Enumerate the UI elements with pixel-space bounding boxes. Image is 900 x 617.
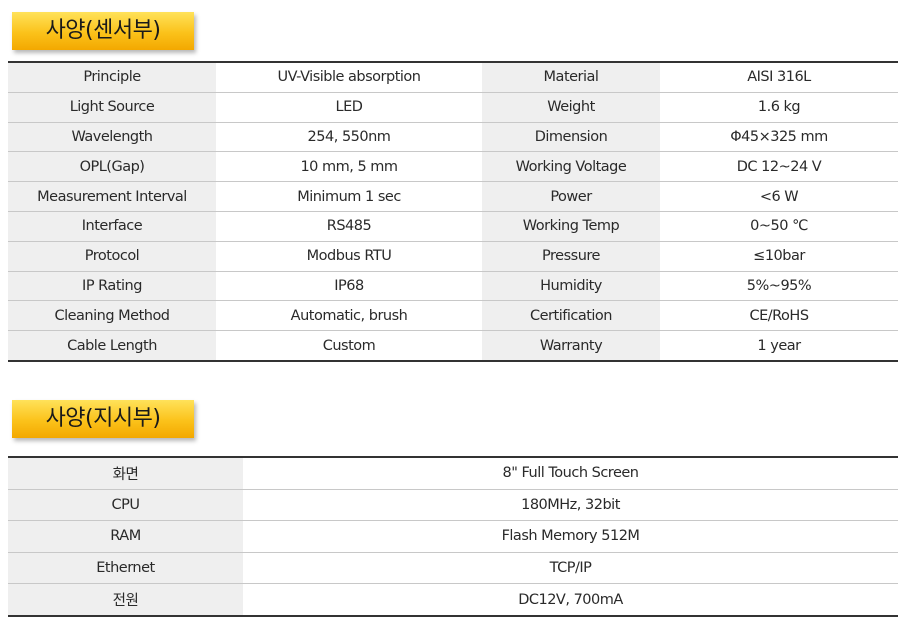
spec-value: 1.6 kg — [660, 92, 898, 123]
table-row: OPL(Gap) 10 mm, 5 mm Working Voltage DC … — [8, 151, 898, 183]
spec-label: IP Rating — [8, 271, 216, 302]
spec-value: 1 year — [660, 330, 898, 361]
spec-value: ≤10bar — [660, 241, 898, 272]
display-spec-table: 화면 8" Full Touch Screen CPU 180MHz, 32bi… — [8, 456, 898, 617]
spec-label: Pressure — [482, 241, 660, 272]
sensor-spec-body: Principle UV-Visible absorption Material… — [8, 62, 898, 361]
table-row: Measurement Interval Minimum 1 sec Power… — [8, 181, 898, 212]
spec-value: Flash Memory 512M — [243, 520, 898, 553]
spec-value: Minimum 1 sec — [216, 181, 482, 212]
spec-label: RAM — [8, 520, 243, 553]
table-row: Interface RS485 Working Temp 0~50 ℃ — [8, 211, 898, 242]
spec-label: Principle — [8, 62, 216, 93]
spec-value: CE/RoHS — [660, 300, 898, 332]
spec-label: Cable Length — [8, 330, 216, 361]
spec-label: Warranty — [482, 330, 660, 361]
spec-label: Working Temp — [482, 211, 660, 242]
table-row: Cleaning Method Automatic, brush Certifi… — [8, 300, 898, 332]
table-row: Light Source LED Weight 1.6 kg — [8, 92, 898, 123]
table-row: Ethernet TCP/IP — [8, 552, 898, 585]
spec-label: OPL(Gap) — [8, 151, 216, 183]
spec-value: 0~50 ℃ — [660, 211, 898, 242]
spec-label: 전원 — [8, 583, 243, 616]
spec-label: Weight — [482, 92, 660, 123]
table-row: Wavelength 254, 550nm Dimension Φ45×325 … — [8, 122, 898, 153]
spec-value: 5%~95% — [660, 271, 898, 302]
spec-value: 10 mm, 5 mm — [216, 151, 482, 183]
spec-label: Dimension — [482, 122, 660, 153]
spec-value: Φ45×325 mm — [660, 122, 898, 153]
spec-label: Protocol — [8, 241, 216, 272]
spec-label: CPU — [8, 489, 243, 522]
spec-value: 8" Full Touch Screen — [243, 457, 898, 490]
spec-value: DC12V, 700mA — [243, 583, 898, 616]
spec-label: Humidity — [482, 271, 660, 302]
spec-label: Light Source — [8, 92, 216, 123]
sensor-spec-table: Principle UV-Visible absorption Material… — [8, 61, 898, 362]
spec-label: Power — [482, 181, 660, 212]
table-row: CPU 180MHz, 32bit — [8, 489, 898, 522]
spec-value: Modbus RTU — [216, 241, 482, 272]
spec-value: RS485 — [216, 211, 482, 242]
spec-label: Material — [482, 62, 660, 93]
table-row: IP Rating IP68 Humidity 5%~95% — [8, 271, 898, 302]
display-spec-body: 화면 8" Full Touch Screen CPU 180MHz, 32bi… — [8, 457, 898, 616]
table-row: 화면 8" Full Touch Screen — [8, 457, 898, 490]
spec-label: Measurement Interval — [8, 181, 216, 212]
spec-label: Wavelength — [8, 122, 216, 153]
spec-label: Interface — [8, 211, 216, 242]
table-row: Protocol Modbus RTU Pressure ≤10bar — [8, 241, 898, 272]
table-row: Principle UV-Visible absorption Material… — [8, 62, 898, 93]
spec-value: UV-Visible absorption — [216, 62, 482, 93]
spec-value: IP68 — [216, 271, 482, 302]
spec-value: 254, 550nm — [216, 122, 482, 153]
spec-value: DC 12~24 V — [660, 151, 898, 183]
table-row: RAM Flash Memory 512M — [8, 520, 898, 553]
spec-label: Certification — [482, 300, 660, 332]
spec-value: TCP/IP — [243, 552, 898, 585]
spec-label: Working Voltage — [482, 151, 660, 183]
spec-value: LED — [216, 92, 482, 123]
spec-label: Cleaning Method — [8, 300, 216, 332]
display-spec-title: 사양(지시부) — [12, 400, 194, 438]
spec-label: Ethernet — [8, 552, 243, 585]
spec-label: 화면 — [8, 457, 243, 490]
sensor-spec-title: 사양(센서부) — [12, 12, 194, 50]
spec-value: Custom — [216, 330, 482, 361]
spec-value: 180MHz, 32bit — [243, 489, 898, 522]
table-row: Cable Length Custom Warranty 1 year — [8, 330, 898, 361]
spec-value: AISI 316L — [660, 62, 898, 93]
table-row: 전원 DC12V, 700mA — [8, 583, 898, 616]
spec-value: <6 W — [660, 181, 898, 212]
spec-value: Automatic, brush — [216, 300, 482, 332]
